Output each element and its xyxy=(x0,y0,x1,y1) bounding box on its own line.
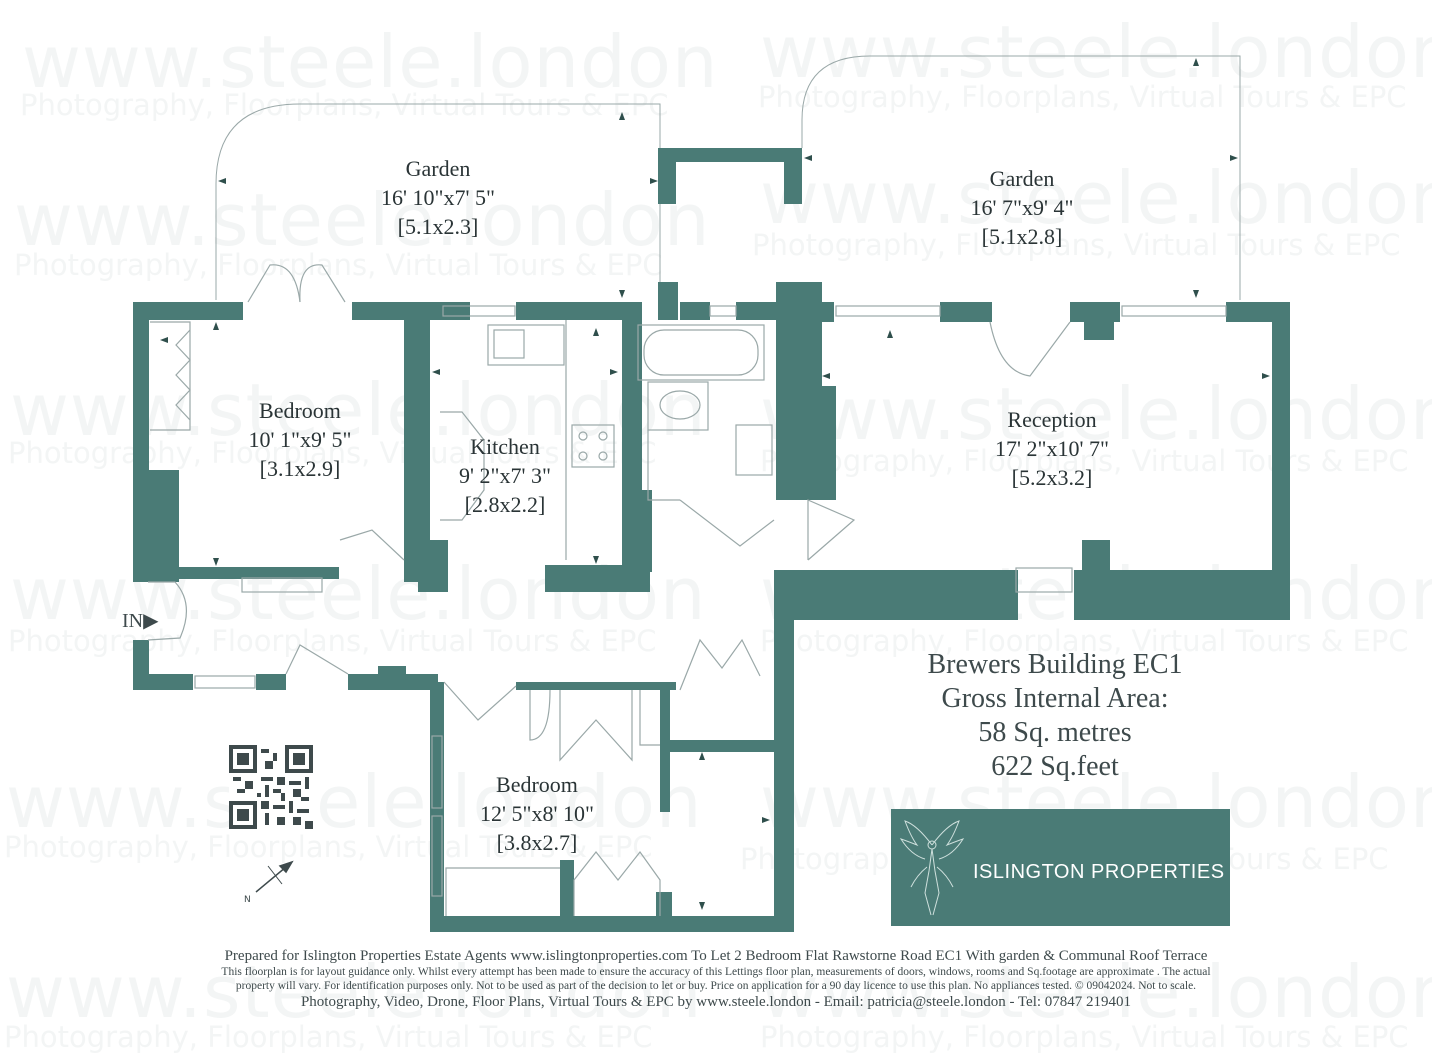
entrance-arrow-icon: ▶ xyxy=(143,610,159,632)
building-name: Brewers Building EC1 xyxy=(927,649,1183,680)
room-label-bedroom-1: Bedroom 10' 1"x9' 5" [3.1x2.9] xyxy=(200,396,400,483)
room-label-bedroom-2: Bedroom 12' 5"x8' 10" [3.8x2.7] xyxy=(437,770,637,857)
room-dims-imperial: 16' 10"x7' 5" xyxy=(381,185,495,210)
garden-outlines xyxy=(215,55,1241,300)
area-summary: Brewers Building EC1 Gross Internal Area… xyxy=(880,648,1230,784)
angel-logo-icon xyxy=(899,820,965,916)
footer-line-3: property will vary. For identification p… xyxy=(235,980,1197,992)
room-dims-metric: [5.1x2.3] xyxy=(397,214,479,239)
room-dims-metric: [3.1x2.9] xyxy=(259,456,341,481)
garden-right-outline xyxy=(801,55,1241,300)
walls xyxy=(133,148,1290,932)
room-name: Bedroom xyxy=(496,772,578,797)
room-dims-imperial: 12' 5"x8' 10" xyxy=(480,801,594,826)
room-dims-imperial: 10' 1"x9' 5" xyxy=(248,427,352,452)
fixtures xyxy=(147,264,1227,916)
room-label-garden-left: Garden 16' 10"x7' 5" [5.1x2.3] xyxy=(338,154,538,241)
entrance-text: IN xyxy=(122,610,144,632)
room-name: Kitchen xyxy=(470,434,540,459)
room-dims-metric: [5.2x3.2] xyxy=(1011,465,1093,490)
footer-line-1: Prepared for Islington Properties Estate… xyxy=(224,948,1208,964)
area-sq-metres: 58 Sq. metres xyxy=(978,717,1132,748)
room-label-kitchen: Kitchen 9' 2"x7' 3" [2.8x2.2] xyxy=(425,432,585,519)
area-sq-feet: 622 Sq.feet xyxy=(991,751,1119,782)
room-dims-metric: [5.1x2.8] xyxy=(981,224,1063,249)
room-label-garden-right: Garden 16' 7"x9' 4" [5.1x2.8] xyxy=(922,164,1122,251)
qr-code-icon xyxy=(229,745,313,829)
room-dims-imperial: 17' 2"x10' 7" xyxy=(995,436,1109,461)
logo: ISLINGTON PROPERTIES xyxy=(891,809,1230,926)
gia-label: Gross Internal Area: xyxy=(941,683,1169,714)
garden-left-outline xyxy=(215,103,661,300)
room-name: Reception xyxy=(1007,407,1097,432)
entrance-label: IN▶ xyxy=(122,608,159,633)
footer-line-2: This floorplan is for layout guidance on… xyxy=(221,966,1211,978)
room-name: Garden xyxy=(405,156,471,181)
compass-icon: N xyxy=(244,860,294,905)
room-name: Bedroom xyxy=(259,398,341,423)
room-dims-imperial: 9' 2"x7' 3" xyxy=(459,463,551,488)
logo-text: ISLINGTON PROPERTIES xyxy=(973,861,1225,883)
svg-text:N: N xyxy=(244,895,251,905)
room-dims-metric: [3.8x2.7] xyxy=(496,830,578,855)
room-dims-imperial: 16' 7"x9' 4" xyxy=(970,195,1074,220)
room-name: Garden xyxy=(989,166,1055,191)
footer-line-4: Photography, Video, Drone, Floor Plans, … xyxy=(300,994,1132,1010)
room-label-reception: Reception 17' 2"x10' 7" [5.2x3.2] xyxy=(952,405,1152,492)
room-dims-metric: [2.8x2.2] xyxy=(464,492,546,517)
